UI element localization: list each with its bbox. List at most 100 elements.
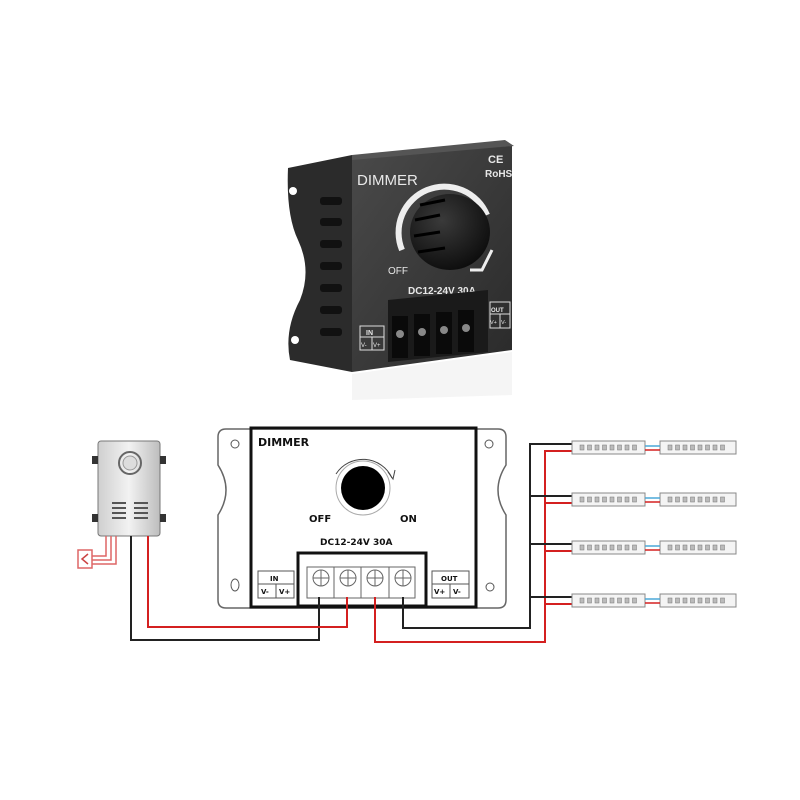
led-chip [667, 544, 673, 551]
led-chip [624, 496, 630, 503]
led-chip [609, 496, 615, 503]
led-chip [579, 496, 585, 503]
led-chip [690, 496, 695, 503]
led-chip [602, 496, 607, 503]
led-chip [594, 444, 600, 451]
photo-in-text: IN [366, 330, 373, 337]
diagram-off-label: OFF [309, 514, 331, 525]
mounting-hole [230, 439, 240, 449]
led-chip [682, 544, 688, 551]
led-chip [609, 444, 615, 451]
led-strip [659, 492, 737, 507]
positive-output-wire [374, 450, 575, 643]
led-chip [690, 444, 695, 451]
led-chip [617, 496, 622, 503]
screw-icon [339, 569, 357, 587]
dial-arc [395, 183, 490, 252]
positive-input-wire [147, 536, 348, 628]
led-chip [720, 597, 725, 604]
photo-in-terminal: V- [361, 343, 367, 349]
photo-rating: DC12-24V 30A [408, 286, 476, 297]
negative-output-wire [402, 443, 575, 629]
photo-in-terminal: V+ [373, 343, 381, 349]
mounting-hole [289, 187, 297, 195]
diagram-on-label: ON [400, 514, 417, 525]
photo-out-text: OUT [491, 308, 504, 314]
photo-title: DIMMER [357, 172, 418, 189]
led-chip [602, 544, 607, 551]
fan-icon [118, 451, 142, 475]
led-chip [632, 597, 637, 604]
led-chip [682, 444, 688, 451]
screw-icon [462, 324, 470, 332]
led-chip [632, 496, 637, 503]
led-chip [624, 597, 630, 604]
led-strip [571, 540, 646, 555]
dimmer-outline [217, 428, 507, 609]
led-strip [659, 593, 737, 608]
led-chip [579, 544, 585, 551]
led-strip [571, 593, 646, 608]
led-chip [712, 544, 718, 551]
led-chip [690, 597, 695, 604]
photo-out-label: OUT V+ V- [489, 301, 511, 329]
diagram-in-terminal: V+ [279, 588, 290, 596]
led-chip [690, 544, 695, 551]
diagram-terminals [306, 566, 416, 599]
led-chip [667, 496, 673, 503]
led-chip [667, 597, 673, 604]
diagram-knob[interactable] [341, 466, 385, 510]
led-chip [594, 496, 600, 503]
diagram-in-terminal: V- [261, 588, 269, 596]
vent-slots [320, 197, 342, 336]
led-strip [571, 440, 646, 455]
led-chip [609, 544, 615, 551]
mounting-hole [485, 582, 495, 592]
screw-icon [396, 330, 404, 338]
dimmer-drawing: DIMMER OFF ON DC12-24V 30A I [217, 426, 507, 609]
rohs-mark: RoHS [485, 169, 513, 180]
diagram-out-label: OUT V+ V- [431, 570, 470, 599]
power-supply [77, 440, 166, 569]
led-chip [587, 496, 592, 503]
led-chip [587, 597, 592, 604]
led-chip [705, 597, 710, 604]
diagram-out-terminal: V+ [434, 588, 445, 596]
input-wires [130, 536, 348, 641]
knob-ring [335, 460, 391, 516]
screw-icon [394, 569, 412, 587]
screw-icon [440, 326, 448, 334]
diagram-in-text: IN [270, 575, 279, 583]
led-strip [659, 540, 737, 555]
led-chip [609, 597, 615, 604]
negative-input-wire [130, 536, 320, 641]
led-chip [675, 496, 680, 503]
led-chip [720, 444, 725, 451]
led-chip [624, 544, 630, 551]
led-chip [617, 544, 622, 551]
led-chip [675, 544, 680, 551]
led-chip [705, 544, 710, 551]
knob-pointer-icon [470, 249, 494, 272]
screw-icon [418, 328, 426, 336]
led-chip [602, 444, 607, 451]
dimmer-photo: DIMMER CE RoHS OFF DC12-24V 30A [287, 140, 514, 400]
ce-mark: CE [488, 154, 503, 166]
led-chip [675, 597, 680, 604]
diagram-title: DIMMER [258, 436, 310, 449]
rotate-arrow-icon [335, 458, 396, 481]
led-chip [697, 444, 703, 451]
diagram-in-label: IN V- V+ [257, 570, 295, 599]
led-chip [705, 444, 710, 451]
led-chip [587, 544, 592, 551]
led-chip [720, 496, 725, 503]
photo-off-label: OFF [388, 266, 408, 277]
mounting-hole [230, 578, 240, 592]
led-chip [682, 496, 688, 503]
dimmer-knob[interactable] [410, 194, 494, 272]
led-chip [697, 496, 703, 503]
vent-grille [112, 502, 148, 519]
led-chip [624, 444, 630, 451]
mounting-hole [291, 336, 299, 344]
led-chip [587, 444, 592, 451]
